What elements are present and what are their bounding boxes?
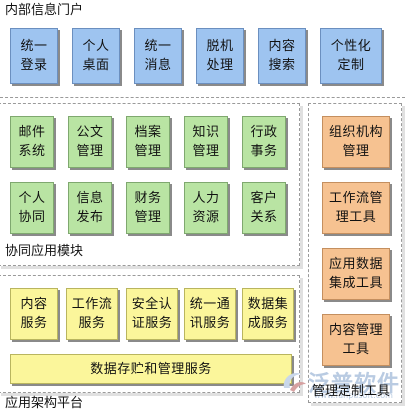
portal-item-unified-message[interactable]: 统一 消息: [134, 28, 182, 84]
tools-title: 管理定制工具: [312, 384, 391, 399]
collab-item-customer-relations[interactable]: 客户 关系: [242, 182, 286, 234]
tool-content-management[interactable]: 内容管理 工具: [322, 314, 390, 366]
collab-item-personal-collaboration[interactable]: 个人 协同: [10, 182, 54, 234]
portal-divider: [0, 97, 405, 98]
portal-item-offline-processing[interactable]: 脱机 处理: [196, 28, 244, 84]
collab-item-archive-management[interactable]: 档案 管理: [126, 116, 170, 168]
arch-item-workflow-service[interactable]: 工作流 服务: [66, 288, 118, 340]
collab-title: 协同应用模块: [5, 244, 84, 259]
portal-item-personalization[interactable]: 个性化 定制: [320, 28, 382, 84]
arch-item-unified-communication-service[interactable]: 统一通 讯服务: [184, 288, 236, 340]
collab-item-information-release[interactable]: 信息 发布: [68, 182, 112, 234]
arch-title: 应用架构平台: [5, 396, 84, 411]
arch-item-content-service[interactable]: 内容 服务: [10, 288, 58, 340]
tool-data-integration[interactable]: 应用数据 集成工具: [322, 248, 390, 300]
watermark-url: www.fanpusoft.com: [314, 391, 393, 400]
fanpu-logo-icon: [283, 372, 306, 392]
collab-item-human-resources[interactable]: 人力 资源: [184, 182, 228, 234]
collab-item-document-management[interactable]: 公文 管理: [68, 116, 112, 168]
portal-item-content-search[interactable]: 内容 搜索: [258, 28, 306, 84]
tool-workflow-management[interactable]: 工作流管 理工具: [322, 182, 390, 234]
watermark-text: 泛普软件: [308, 372, 401, 397]
arch-item-security-auth-service[interactable]: 安全认 证服务: [126, 288, 178, 340]
arch-storage-service[interactable]: 数据存贮和管理服务: [10, 354, 292, 384]
portal-item-personal-desktop[interactable]: 个人 桌面: [72, 28, 120, 84]
watermark: 泛普软件 www.fanpusoft.com: [280, 366, 405, 406]
portal-title: 内部信息门户: [5, 3, 84, 18]
arch-item-data-integration-service[interactable]: 数据集 成服务: [242, 288, 294, 340]
collab-item-financial-management[interactable]: 财务 管理: [126, 182, 170, 234]
tool-organization-management[interactable]: 组织机构 管理: [322, 116, 390, 168]
collab-item-knowledge-management[interactable]: 知识 管理: [184, 116, 228, 168]
collab-item-administrative-affairs[interactable]: 行政 事务: [242, 116, 286, 168]
collab-item-mail-system[interactable]: 邮件 系统: [10, 116, 54, 168]
portal-item-unified-login[interactable]: 统一 登录: [10, 28, 58, 84]
